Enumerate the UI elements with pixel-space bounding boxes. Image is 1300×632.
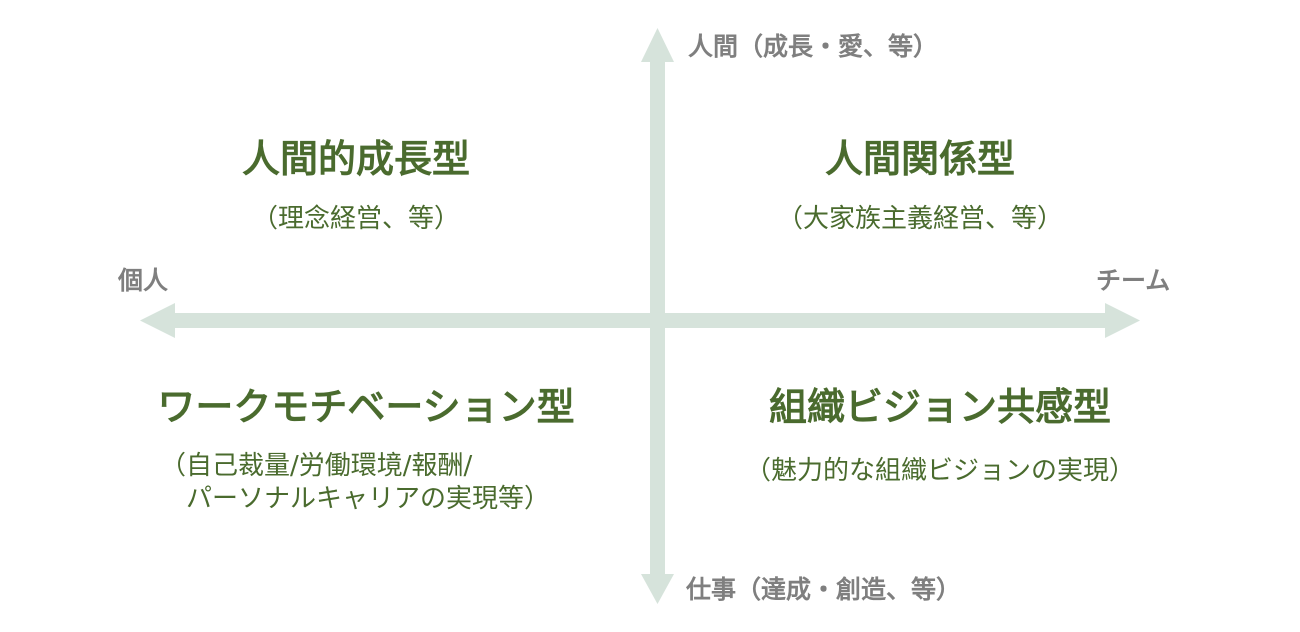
axis-label-bottom: 仕事（達成・創造、等）	[686, 575, 962, 604]
quadrant-bottom-right-title: 組織ビジョン共感型	[768, 385, 1112, 429]
horizontal-axis-arrow	[140, 303, 1140, 338]
quadrant-bottom-left-subtitle-line2: パーソナルキャリアの実現等）	[186, 483, 551, 514]
quadrant-top-right-subtitle: （大家族主義経営、等）	[776, 204, 1064, 234]
quadrant-bottom-right-subtitle: （魅力的な組織ビジョンの実現）	[744, 456, 1136, 486]
quadrant-bottom-left-subtitle: （自己裁量/労働環境/報酬/ パーソナルキャリアの実現等）	[160, 450, 550, 515]
quadrant-bottom-left-title: ワークモチベーション型	[157, 385, 575, 429]
quadrant-top-left-subtitle: （理念経営、等）	[251, 204, 461, 234]
axis-label-top: 人間（成長・愛、等）	[688, 32, 939, 61]
axis-label-right: チーム	[1096, 266, 1171, 295]
quadrant-top-left-title: 人間的成長型	[241, 137, 471, 181]
quadrant-top-right-title: 人間関係型	[824, 137, 1016, 181]
axis-label-left: 個人	[118, 266, 169, 295]
quadrant-bottom-left-subtitle-line1: （自己裁量/労働環境/報酬/	[160, 451, 473, 481]
